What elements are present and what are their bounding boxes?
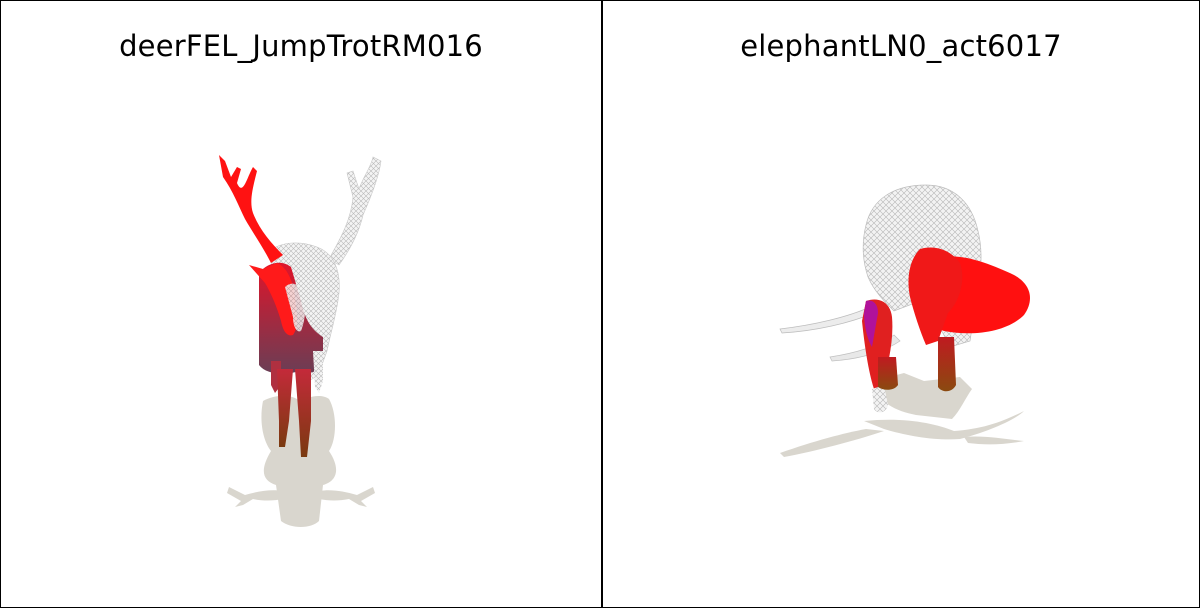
elephant-render[interactable] xyxy=(603,1,1199,607)
deer-legs xyxy=(271,351,323,457)
panel-title: deerFEL_JumpTrotRM016 xyxy=(119,29,483,63)
elephant-tusk-right xyxy=(829,334,901,362)
elephant-tusk-left xyxy=(779,306,875,334)
panel-title: elephantLN0_act6017 xyxy=(740,29,1062,63)
deer-face-mesh xyxy=(285,283,306,332)
elephant-shadow xyxy=(780,373,1024,457)
elephant-legs xyxy=(878,337,956,392)
deer-antler-left xyxy=(219,155,283,263)
elephant-head xyxy=(908,247,963,345)
deer-antler-right xyxy=(328,156,382,266)
elephant-trunk-magenta xyxy=(864,300,878,347)
panel-elephant[interactable]: elephantLN0_act6017 xyxy=(601,1,1199,607)
deer-render[interactable] xyxy=(1,1,601,607)
deer-face xyxy=(249,263,297,336)
panel-deer[interactable]: deerFEL_JumpTrotRM016 xyxy=(1,1,601,607)
elephant-trunk-tip xyxy=(872,385,888,413)
